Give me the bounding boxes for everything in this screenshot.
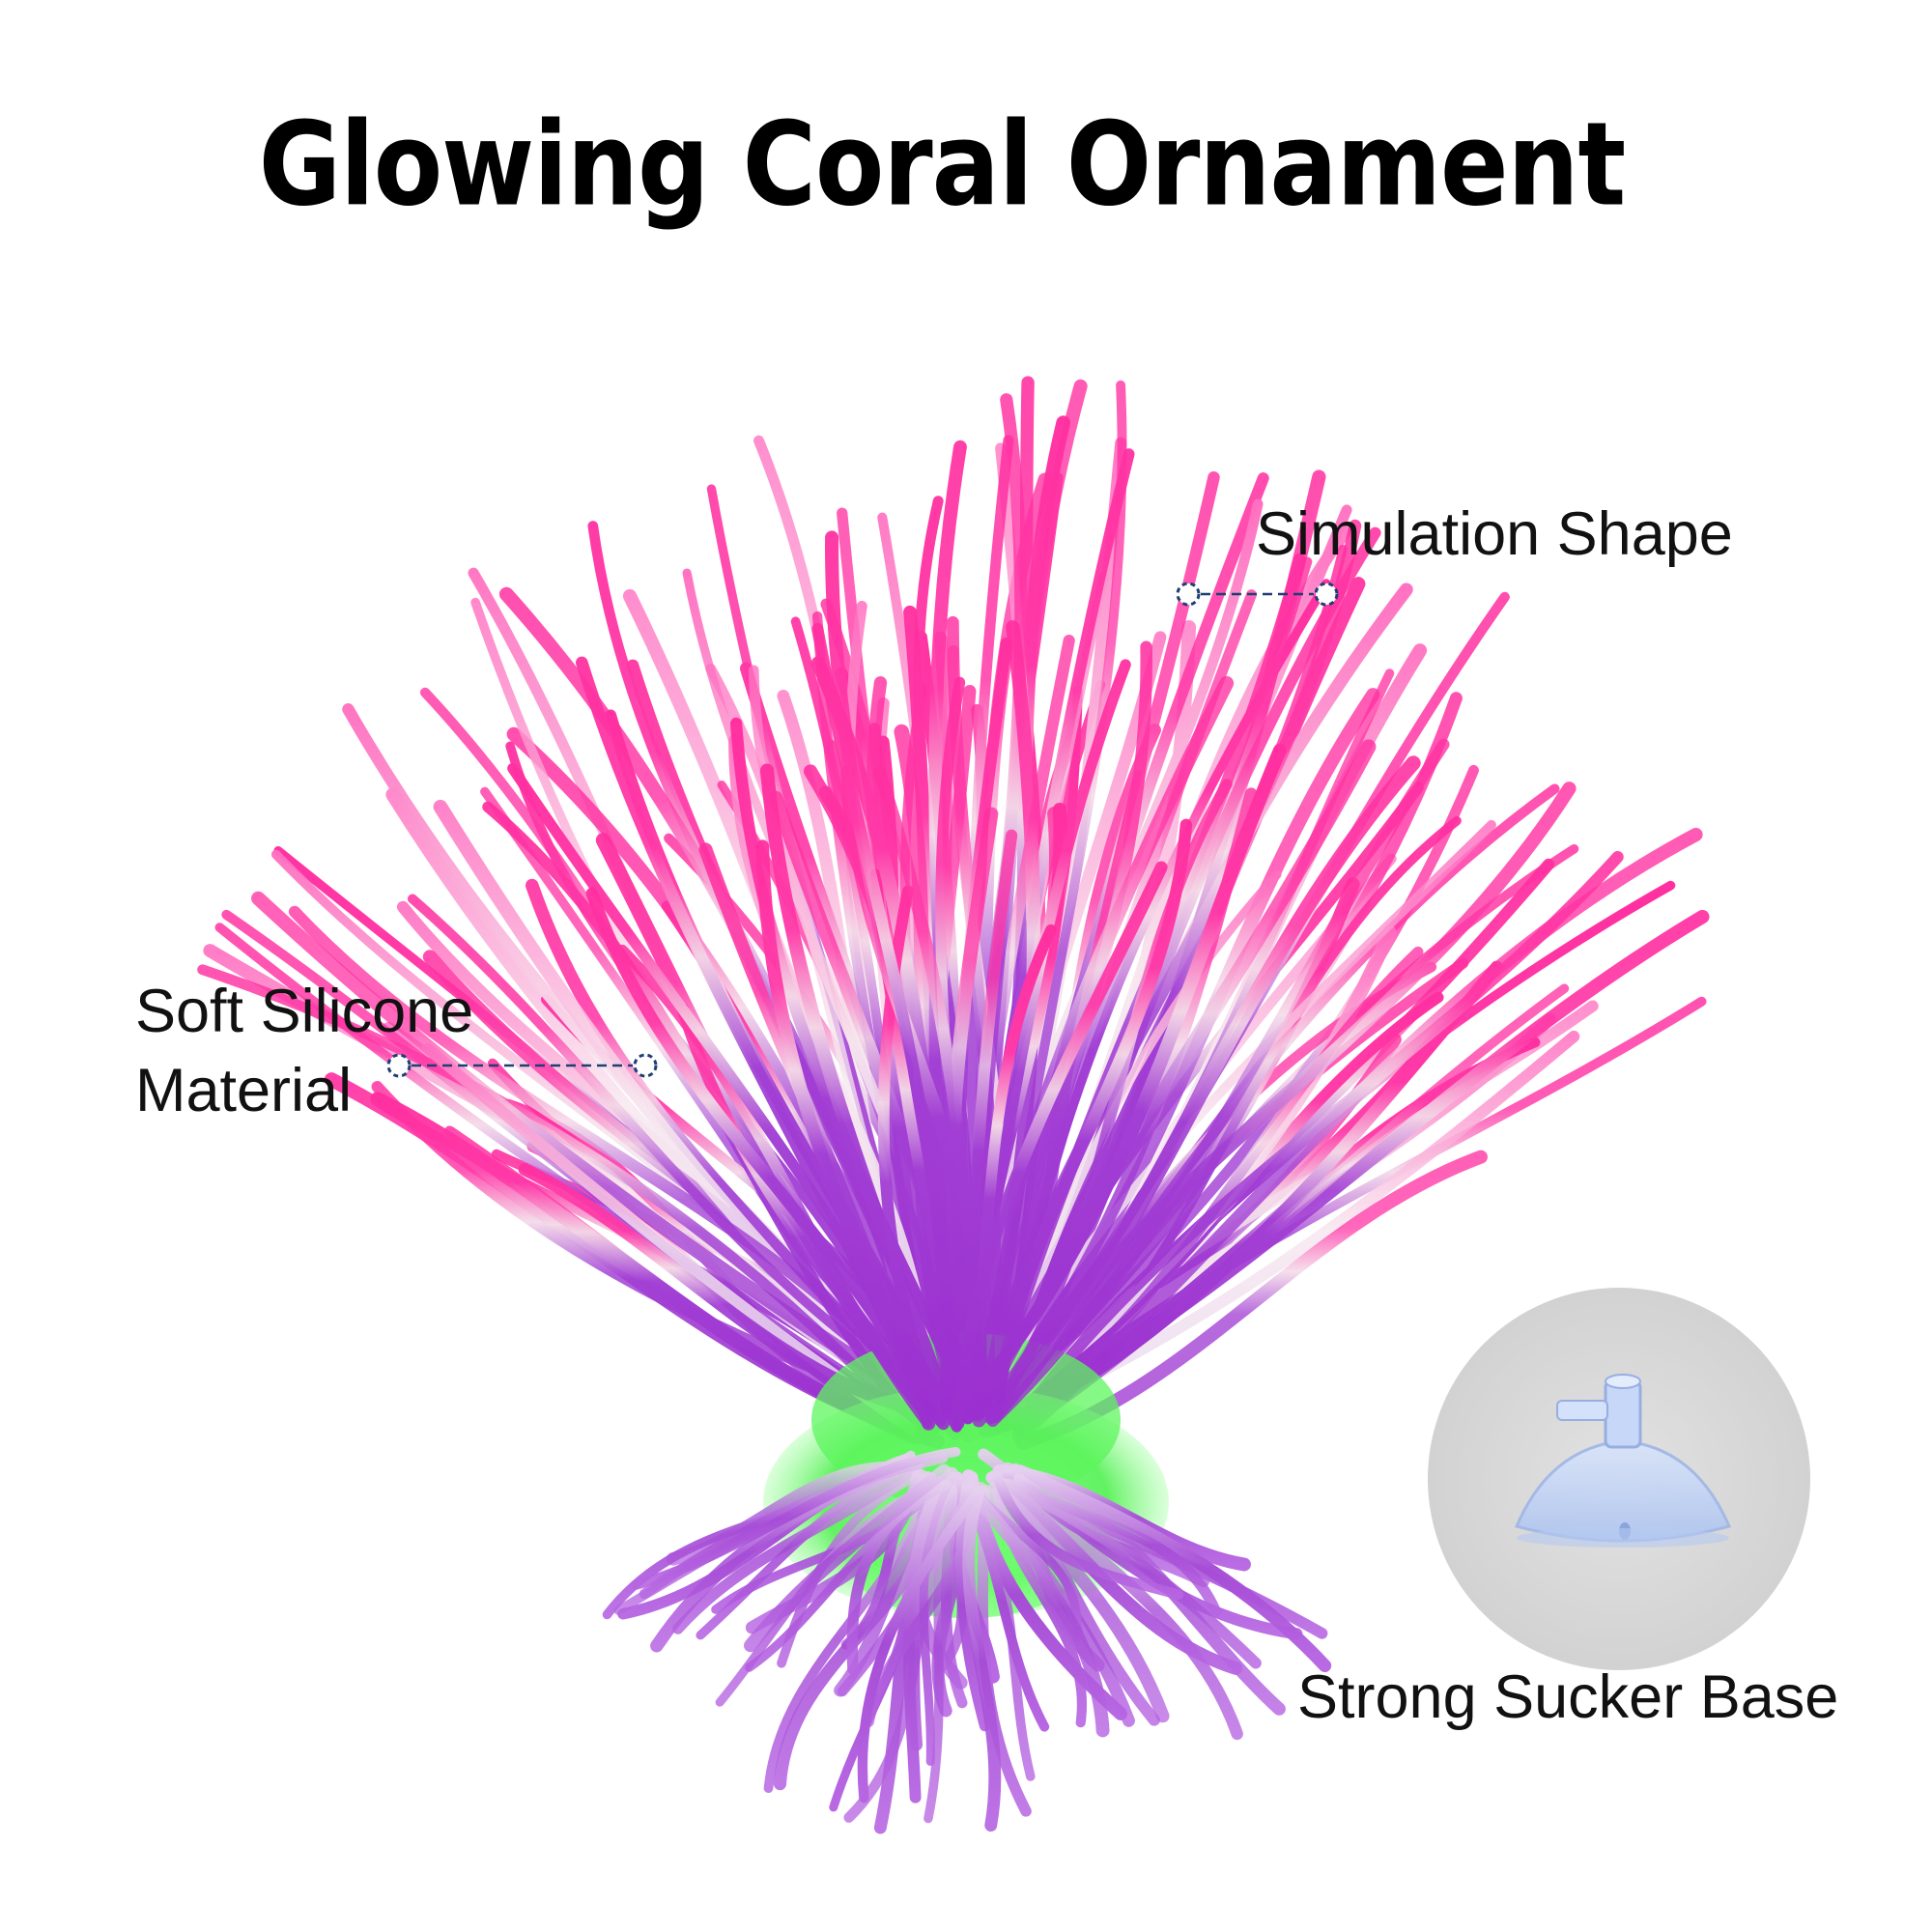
tentacle: [986, 755, 1421, 1424]
suction-cup-icon: [1514, 1374, 1732, 1548]
tentacle: [763, 1480, 933, 1794]
tentacle: [857, 1486, 985, 1804]
tentacle: [585, 887, 937, 1417]
tentacle: [755, 839, 938, 1412]
simulation-shape-label: Simulation Shape: [1256, 500, 1733, 568]
tentacle: [961, 1481, 1110, 1738]
tentacle: [631, 1446, 961, 1590]
soft-silicone-label: Soft Silicone: [135, 978, 474, 1045]
page-title: Glowing Coral Ornament: [258, 97, 1627, 233]
tentacle: [672, 1462, 922, 1634]
tentacle: [729, 717, 977, 1411]
tentacle: [986, 1471, 1262, 1669]
tentacle: [952, 861, 1168, 1431]
tentacle: [941, 1485, 968, 1709]
tentacle: [992, 1470, 1184, 1601]
tentacle: [507, 762, 962, 1433]
tentacle: [616, 944, 933, 1429]
sucker-base-inset: [1428, 1288, 1810, 1670]
tentacle: [676, 1003, 950, 1431]
simulation-shape-pointer: [1176, 582, 1339, 607]
tentacle: [1012, 983, 1570, 1437]
coral-tentacles-front: [507, 622, 1450, 1834]
tentacle: [1013, 1473, 1222, 1618]
tentacle: [985, 1470, 1243, 1675]
tentacle: [251, 891, 963, 1431]
tentacle: [1009, 850, 1624, 1433]
tentacle: [744, 1463, 952, 1653]
material-label: Material: [135, 1057, 353, 1124]
tentacle: [1009, 1463, 1332, 1672]
tentacle: [759, 763, 956, 1420]
tentacle: [970, 739, 1377, 1422]
tentacle: [811, 622, 952, 1414]
tentacle: [989, 380, 1127, 1420]
sucker-base-label: Strong Sucker Base: [1297, 1663, 1839, 1731]
soft-silicone-pointer: [386, 1053, 658, 1078]
tentacle: [992, 818, 1193, 1405]
tentacle: [1014, 1482, 1243, 1741]
tentacle: [986, 738, 1450, 1428]
tentacle: [962, 1489, 1002, 1833]
